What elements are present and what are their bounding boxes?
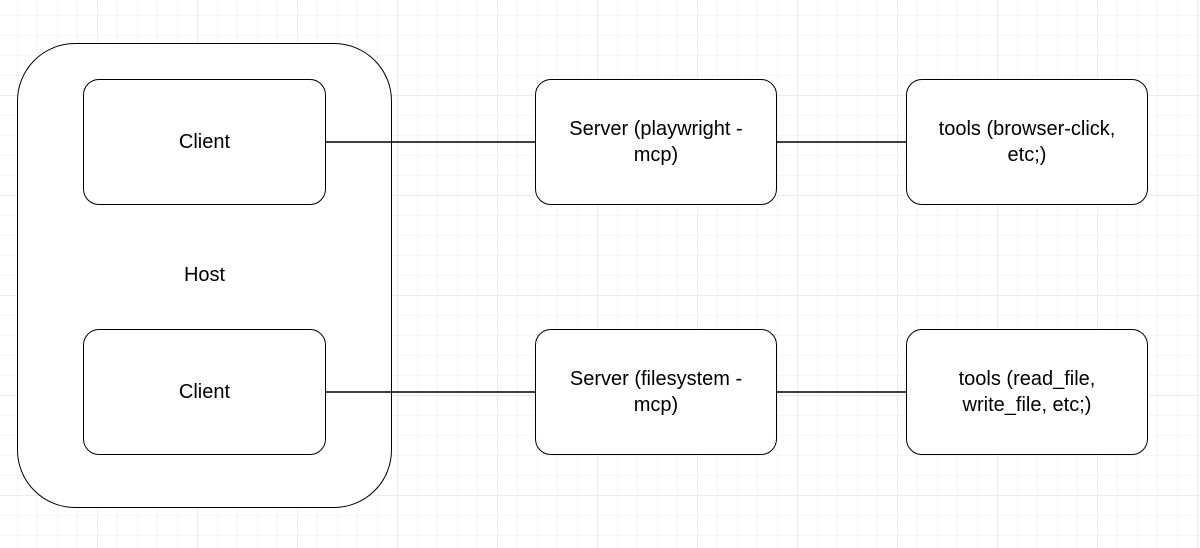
host-label: Host <box>183 264 226 286</box>
tools-node-browser-label: tools (browser-click, etc;) <box>938 118 1116 166</box>
client-node-top-label: Client <box>178 131 231 153</box>
client-node-top[interactable]: Client <box>83 79 326 205</box>
client-node-bottom-label: Client <box>178 381 231 403</box>
server-node-playwright-label: Server (playwright - mcp) <box>569 118 743 166</box>
server-node-filesystem-label: Server (filesystem - mcp) <box>569 368 743 416</box>
tools-node-filesystem-label: tools (read_file, write_file, etc;) <box>958 368 1096 416</box>
client-node-bottom[interactable]: Client <box>83 329 326 455</box>
server-node-filesystem[interactable]: Server (filesystem - mcp) <box>535 329 777 455</box>
tools-node-filesystem[interactable]: tools (read_file, write_file, etc;) <box>906 329 1148 455</box>
server-node-playwright[interactable]: Server (playwright - mcp) <box>535 79 777 205</box>
tools-node-browser[interactable]: tools (browser-click, etc;) <box>906 79 1148 205</box>
